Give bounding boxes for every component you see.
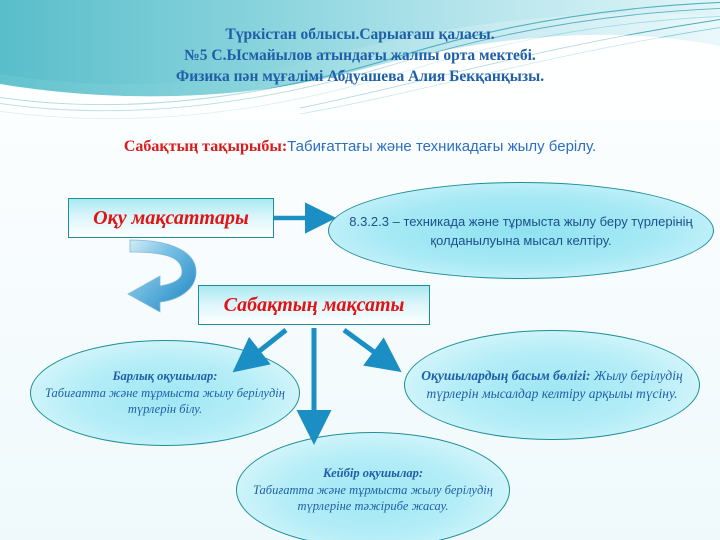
all-students-text: Барлық оқушылар: Табиғатта және тұрмыста… <box>31 368 299 418</box>
header-line-school: №5 С.Ысмайылов атындағы жалпы орта мекте… <box>184 47 536 64</box>
header-line-teacher: Физика пән мұғалімі Абдуашева Алия Бекқа… <box>175 68 545 85</box>
header-line-region: Түркістан облысы.Сарыағаш қаласы. <box>225 26 495 43</box>
some-students-body: Табиғатта және тұрмыста жылу берілудің т… <box>253 482 493 514</box>
learning-objectives-box: Оқу мақсаттары <box>68 198 274 238</box>
lesson-goal-box: Сабақтың мақсаты <box>198 285 430 325</box>
most-students-ellipse: Оқушылардың басым бөлігі: Жылу берілудің… <box>404 330 700 440</box>
curriculum-objective-ellipse: 8.3.2.3 – техникада және тұрмыста жылу б… <box>328 182 714 279</box>
lesson-topic-value: Табиғаттағы және техникадағы жылу берілу… <box>287 138 597 155</box>
some-students-lead: Кейбір оқушылар: <box>322 466 424 481</box>
header-block: Түркістан облысы.Сарыағаш қаласы. №5 С.Ы… <box>0 24 720 87</box>
curved-arrow <box>127 239 197 313</box>
curriculum-objective-text: 8.3.2.3 – техникада және тұрмыста жылу б… <box>349 213 693 248</box>
all-students-ellipse: Барлық оқушылар: Табиғатта және тұрмыста… <box>30 340 300 446</box>
lesson-goal-label: Сабақтың мақсаты <box>223 293 405 316</box>
all-students-lead: Барлық оқушылар: <box>112 369 218 384</box>
some-students-text: Кейбір оқушылар: Табиғатта және тұрмыста… <box>237 465 509 515</box>
learning-objectives-label: Оқу мақсаттары <box>93 206 249 229</box>
lesson-topic-line: Сабақтың тақырыбы:Табиғаттағы және техни… <box>0 138 720 156</box>
lesson-topic-label: Сабақтың тақырыбы: <box>123 138 288 155</box>
most-students-text: Оқушылардың басым бөлігі: Жылу берілудің… <box>405 367 699 404</box>
most-students-lead: Оқушылардың басым бөлігі: <box>421 367 591 383</box>
some-students-ellipse: Кейбір оқушылар: Табиғатта және тұрмыста… <box>236 432 510 540</box>
all-students-body: Табиғатта және тұрмыста жылу берілудің т… <box>45 385 285 417</box>
